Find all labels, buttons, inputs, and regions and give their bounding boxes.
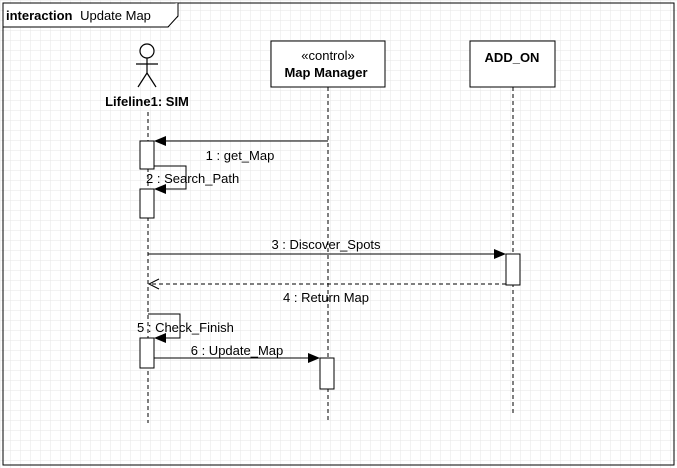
activation-add-on	[505, 253, 521, 286]
frame-keyword: interaction	[6, 8, 73, 23]
message-label: 2 : Search_Path	[146, 171, 239, 186]
message-check-finish[interactable]: 5 : Check_Finish	[137, 313, 234, 343]
message-discover-spots[interactable]: 3 : Discover_Spots	[148, 237, 506, 259]
frame-name: Update Map	[80, 8, 151, 23]
message-search-path[interactable]: 2 : Search_Path	[146, 165, 239, 194]
activation-sim-1	[139, 140, 155, 170]
message-update-map[interactable]: 6 : Update_Map	[154, 343, 320, 363]
message-return-map[interactable]: 4 : Return Map	[147, 278, 506, 305]
message-label: 6 : Update_Map	[191, 343, 284, 358]
participant-add-on-label: ADD_ON	[485, 50, 540, 65]
participant-sim[interactable]: Lifeline1: SIM	[105, 43, 189, 109]
participant-sim-label: Lifeline1: SIM	[105, 94, 189, 109]
message-label: 4 : Return Map	[283, 290, 369, 305]
message-label: 1 : get_Map	[206, 148, 275, 163]
message-label: 5 : Check_Finish	[137, 320, 234, 335]
svg-text:interaction Update Map: interaction Update Map	[6, 8, 151, 23]
participant-map-manager-label: Map Manager	[284, 65, 367, 80]
participant-map-manager[interactable]: «control» Map Manager	[270, 40, 386, 88]
participant-add-on[interactable]: ADD_ON	[469, 40, 556, 88]
message-label: 3 : Discover_Spots	[271, 237, 381, 252]
actor-icon	[136, 43, 158, 88]
activation-map-manager	[319, 357, 335, 390]
participant-map-manager-stereotype: «control»	[301, 48, 354, 63]
activation-sim-2	[139, 188, 155, 219]
activation-sim-3	[139, 337, 155, 369]
message-get-map[interactable]: 1 : get_Map	[154, 136, 328, 163]
